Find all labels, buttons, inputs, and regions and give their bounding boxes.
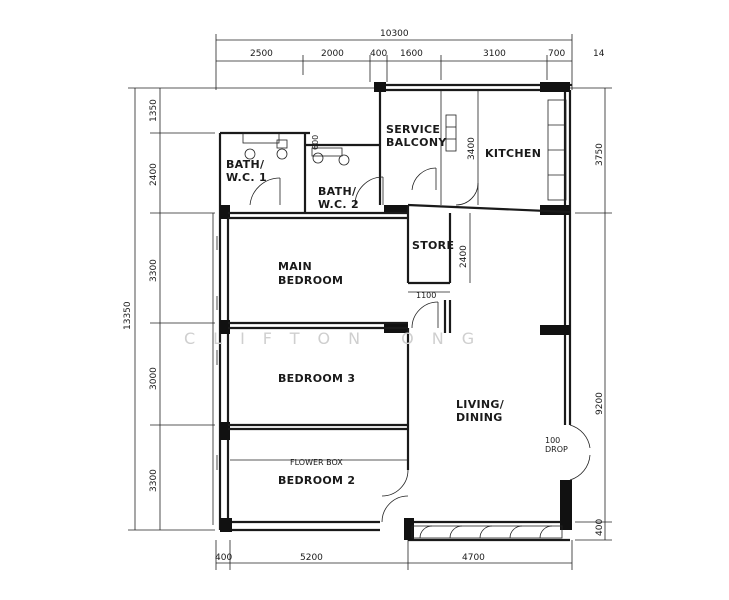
dim-top-5: 3100 [483,49,506,59]
dim-wc2-depth: 600 [311,135,320,150]
label-service-line2: BALCONY [386,136,447,149]
dim-bottom-1: 400 [215,553,232,563]
label-service-line1: SERVICE [386,123,440,136]
dim-left-2: 2400 [149,163,159,186]
dim-store-width: 1100 [416,291,436,300]
dim-right-1: 3750 [595,143,605,166]
right-dimensions: 3750 9200 400 [570,87,612,541]
dim-top-3: 400 [370,49,387,59]
dim-right-3: 400 [595,519,605,536]
dim-overall-width: 10300 [380,29,409,39]
dim-top-1: 2500 [250,49,273,59]
room-labels: BATH/ W.C. 1 BATH/ W.C. 2 SERVICE BALCON… [226,123,568,487]
dim-service-depth: 3400 [467,137,477,160]
label-living-line1: LIVING/ [456,398,505,411]
label-bath1-line2: W.C. 1 [226,171,267,184]
page-number: 14 [593,49,605,59]
label-drop-2: DROP [545,445,568,454]
dim-left-1: 1350 [149,99,159,122]
label-drop-1: 100 [545,436,560,445]
label-store: STORE [412,239,454,252]
dim-left-5: 3300 [149,469,159,492]
bottom-dimensions: 400 5200 4700 [215,540,573,570]
label-bedroom3: BEDROOM 3 [278,372,355,385]
windows [212,99,567,539]
top-dimensions: 10300 2500 2000 400 1600 3100 700 [215,29,573,90]
left-dimensions: 13350 1350 2400 3300 3000 3300 [123,87,380,531]
interior-dimensions: 600 3400 2400 1100 [311,135,477,300]
label-flower-box: FLOWER BOX [290,458,343,467]
dim-right-2: 9200 [595,392,605,415]
dim-left-4: 3000 [149,367,159,390]
label-bath2-line1: BATH/ [318,185,357,198]
dim-top-4: 1600 [400,49,423,59]
door-swings [249,167,591,523]
label-main-bedroom-line2: BEDROOM [278,274,343,287]
label-living-line2: DINING [456,411,503,424]
dim-bottom-3: 4700 [462,553,485,563]
dim-left-total: 13350 [123,301,133,330]
dim-top-2: 2000 [321,49,344,59]
dim-store-depth: 2400 [459,245,469,268]
dim-left-3: 3300 [149,259,159,282]
label-bedroom2: BEDROOM 2 [278,474,355,487]
label-main-bedroom-line1: MAIN [278,260,312,273]
interior-walls [228,90,571,470]
dim-top-6: 700 [548,49,565,59]
label-bath2-line2: W.C. 2 [318,198,359,211]
dim-bottom-2: 5200 [300,553,323,563]
watermark: CLIFTON ONG [184,329,492,348]
label-bath1-line1: BATH/ [226,158,265,171]
bathroom-fixtures [242,114,457,166]
label-kitchen: KITCHEN [485,147,541,160]
